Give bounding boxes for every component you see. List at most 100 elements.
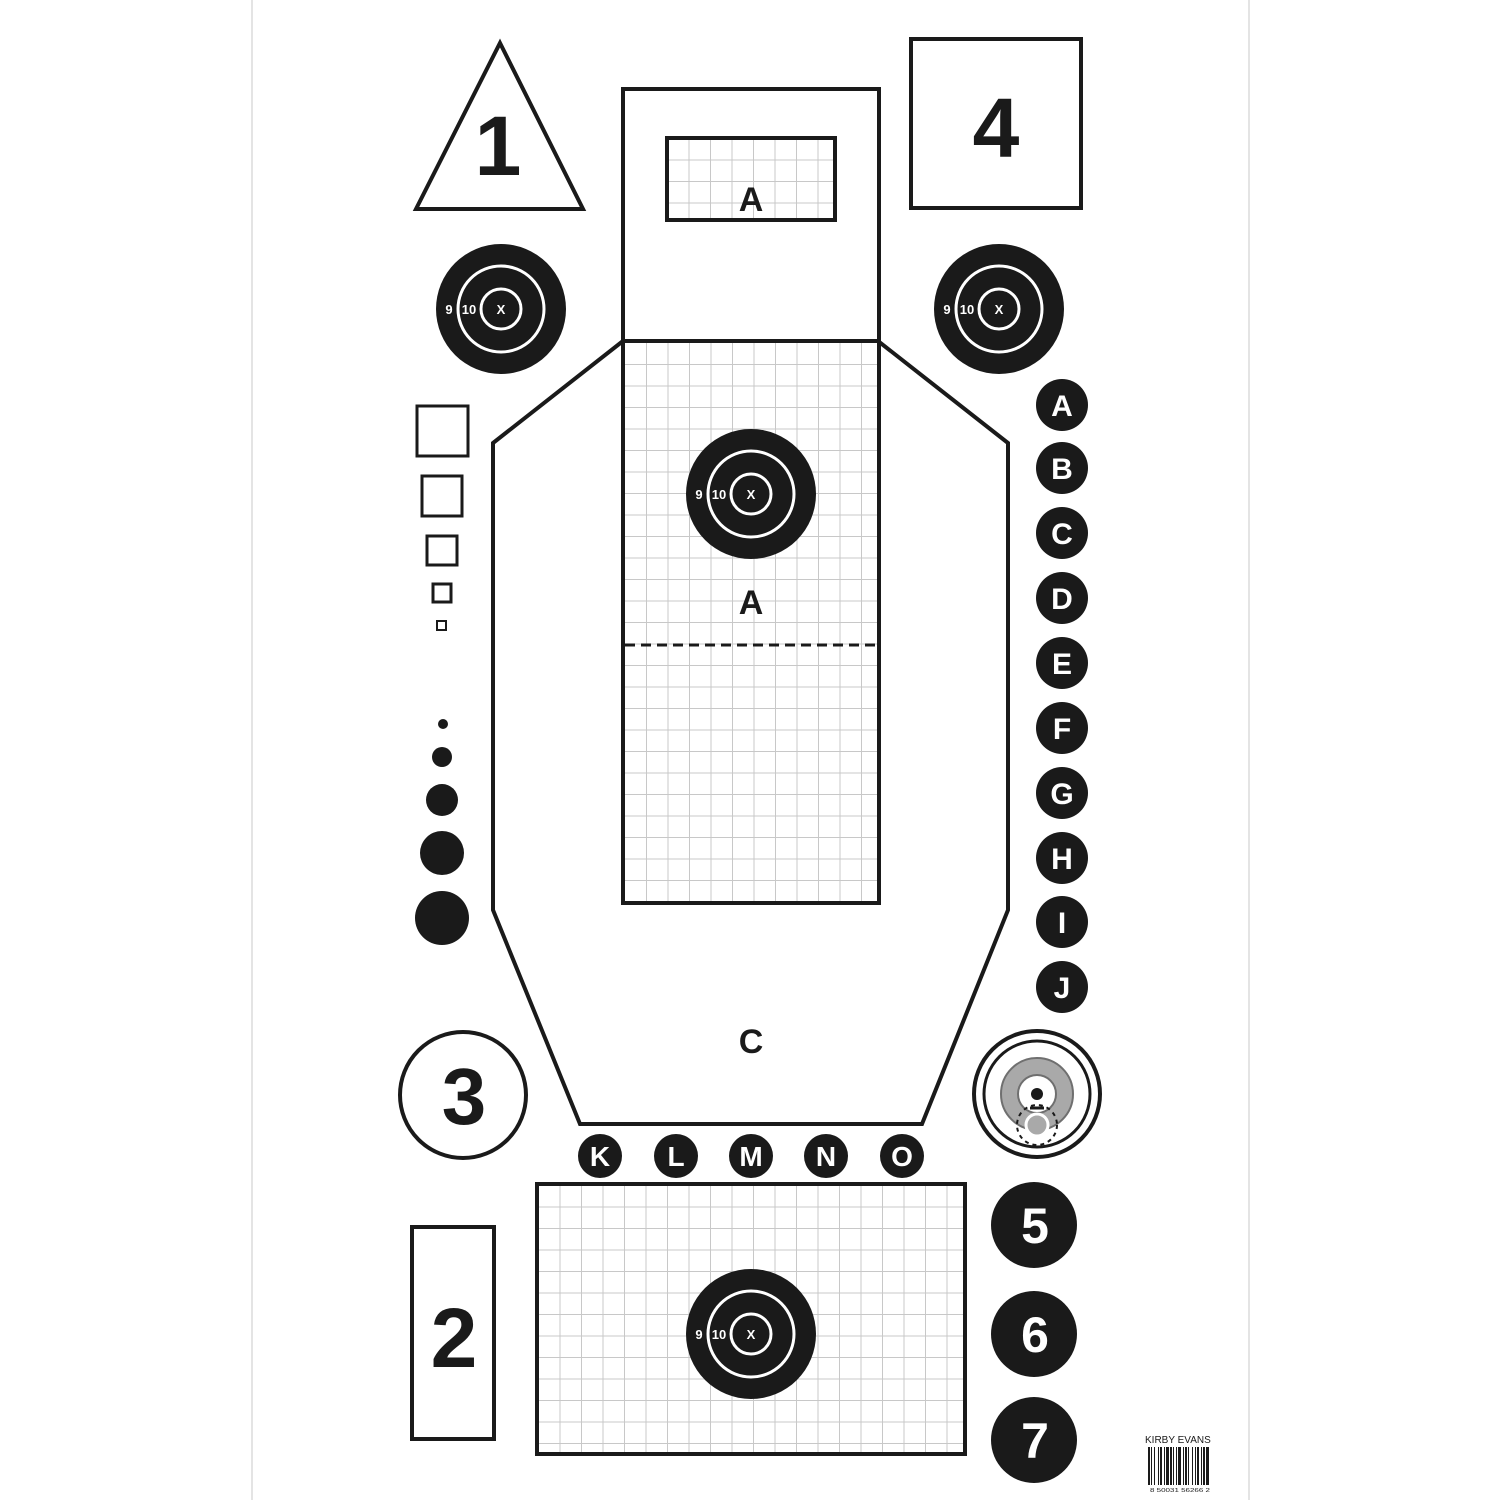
letter-dot-j: J bbox=[1036, 961, 1088, 1013]
barcode-bar bbox=[1188, 1447, 1189, 1485]
svg-text:J: J bbox=[1054, 972, 1071, 1005]
barcode-bar bbox=[1173, 1447, 1174, 1485]
barcode-bar bbox=[1160, 1447, 1162, 1485]
circle-shape bbox=[398, 1030, 528, 1160]
square-number: 4 bbox=[973, 81, 1020, 175]
svg-text:X: X bbox=[497, 302, 506, 317]
barcode-bar bbox=[1151, 1447, 1152, 1485]
barcode-bar bbox=[1192, 1447, 1193, 1485]
circle-number: 3 bbox=[442, 1052, 487, 1141]
bullseye-top-right: 9 10 X bbox=[934, 244, 1064, 374]
dot-4 bbox=[420, 831, 464, 875]
sight-in-target bbox=[972, 1029, 1102, 1159]
dot-1 bbox=[438, 719, 448, 729]
svg-text:10: 10 bbox=[960, 302, 974, 317]
barcode-bar bbox=[1185, 1447, 1187, 1485]
head-box-label: A bbox=[739, 181, 764, 219]
small-square-5 bbox=[436, 620, 447, 631]
central-column bbox=[621, 87, 881, 905]
barcode-bar bbox=[1176, 1447, 1177, 1485]
svg-text:L: L bbox=[667, 1141, 684, 1172]
letter-dot-e: E bbox=[1036, 637, 1088, 689]
small-square-4 bbox=[431, 582, 453, 604]
number-dot-7: 7 bbox=[991, 1397, 1077, 1483]
letter-dot-h: H bbox=[1036, 832, 1088, 884]
small-square-2 bbox=[420, 474, 464, 518]
svg-text:O: O bbox=[891, 1141, 913, 1172]
svg-text:D: D bbox=[1051, 583, 1073, 616]
svg-text:B: B bbox=[1051, 453, 1073, 486]
barcode-bar bbox=[1148, 1447, 1150, 1485]
small-square-3 bbox=[425, 534, 459, 567]
bullseye-chest: 9 10 X bbox=[686, 429, 816, 559]
barcode-bar bbox=[1201, 1447, 1202, 1485]
svg-text:10: 10 bbox=[462, 302, 476, 317]
barcode-bar bbox=[1206, 1447, 1209, 1485]
svg-text:9: 9 bbox=[943, 302, 950, 317]
letter-dot-d: D bbox=[1036, 572, 1088, 624]
barcode-bar bbox=[1203, 1447, 1205, 1485]
barcode-bar bbox=[1170, 1447, 1172, 1485]
svg-text:10: 10 bbox=[712, 1327, 726, 1342]
letter-dot-g: G bbox=[1036, 767, 1088, 819]
bottom-grid-box bbox=[535, 1182, 967, 1456]
number-dot-6: 6 bbox=[991, 1291, 1077, 1377]
barcode-bar bbox=[1158, 1447, 1159, 1485]
barcode-bar bbox=[1164, 1447, 1165, 1485]
letter-dot-b: B bbox=[1036, 442, 1088, 494]
svg-text:E: E bbox=[1052, 648, 1072, 681]
rectangle-shape bbox=[410, 1225, 496, 1441]
letter-dots-horizontal: K L M N O bbox=[578, 1134, 924, 1178]
upper-grid bbox=[625, 343, 877, 901]
head-box bbox=[665, 136, 837, 222]
brand-name: KIRBY EVANS bbox=[1145, 1435, 1211, 1446]
dot-3 bbox=[426, 784, 458, 816]
barcode-bar bbox=[1154, 1447, 1155, 1485]
dot-5 bbox=[415, 891, 469, 945]
svg-text:N: N bbox=[816, 1141, 836, 1172]
number-dot-5: 5 bbox=[991, 1182, 1077, 1268]
barcode-bar bbox=[1197, 1447, 1199, 1485]
bullseye-top-left: 9 10 X bbox=[436, 244, 566, 374]
svg-text:F: F bbox=[1053, 713, 1071, 746]
triangle-number: 1 bbox=[475, 99, 522, 193]
svg-text:H: H bbox=[1051, 843, 1073, 876]
letter-dot-a: A bbox=[1036, 379, 1088, 431]
svg-text:X: X bbox=[747, 487, 756, 502]
small-square-1 bbox=[415, 404, 470, 458]
letter-dot-m: M bbox=[729, 1134, 773, 1178]
letter-dots-vertical: A B C D E F G H I J bbox=[1036, 379, 1088, 1013]
svg-text:6: 6 bbox=[1021, 1307, 1049, 1363]
bottom-grid bbox=[539, 1186, 963, 1452]
svg-text:7: 7 bbox=[1021, 1413, 1049, 1469]
svg-text:C: C bbox=[1051, 518, 1073, 551]
rectangle-number: 2 bbox=[431, 1291, 478, 1385]
barcode-bar bbox=[1195, 1447, 1196, 1485]
silhouette-outline bbox=[491, 339, 1010, 1126]
chest-zone-label: A bbox=[739, 584, 764, 622]
svg-text:X: X bbox=[995, 302, 1004, 317]
svg-text:I: I bbox=[1058, 907, 1066, 940]
letter-dot-o: O bbox=[880, 1134, 924, 1178]
letter-dot-l: L bbox=[654, 1134, 698, 1178]
dot-2 bbox=[432, 747, 452, 767]
letter-dot-f: F bbox=[1036, 702, 1088, 754]
barcode-bar bbox=[1183, 1447, 1184, 1485]
bullseye-bottom: 9 10 X bbox=[686, 1269, 816, 1399]
svg-text:X: X bbox=[747, 1327, 756, 1342]
barcode-digits: 8 50031 56266 2 bbox=[1150, 1488, 1210, 1494]
svg-text:9: 9 bbox=[695, 1327, 702, 1342]
letter-dot-k: K bbox=[578, 1134, 622, 1178]
svg-text:K: K bbox=[590, 1141, 610, 1172]
letter-dot-c: C bbox=[1036, 507, 1088, 559]
svg-text:M: M bbox=[739, 1141, 762, 1172]
svg-text:9: 9 bbox=[445, 302, 452, 317]
square-shape bbox=[909, 37, 1083, 210]
svg-text:G: G bbox=[1050, 778, 1073, 811]
body-zone-label: C bbox=[739, 1023, 764, 1061]
triangle-shape bbox=[412, 38, 587, 211]
svg-text:A: A bbox=[1051, 390, 1073, 423]
letter-dot-n: N bbox=[804, 1134, 848, 1178]
